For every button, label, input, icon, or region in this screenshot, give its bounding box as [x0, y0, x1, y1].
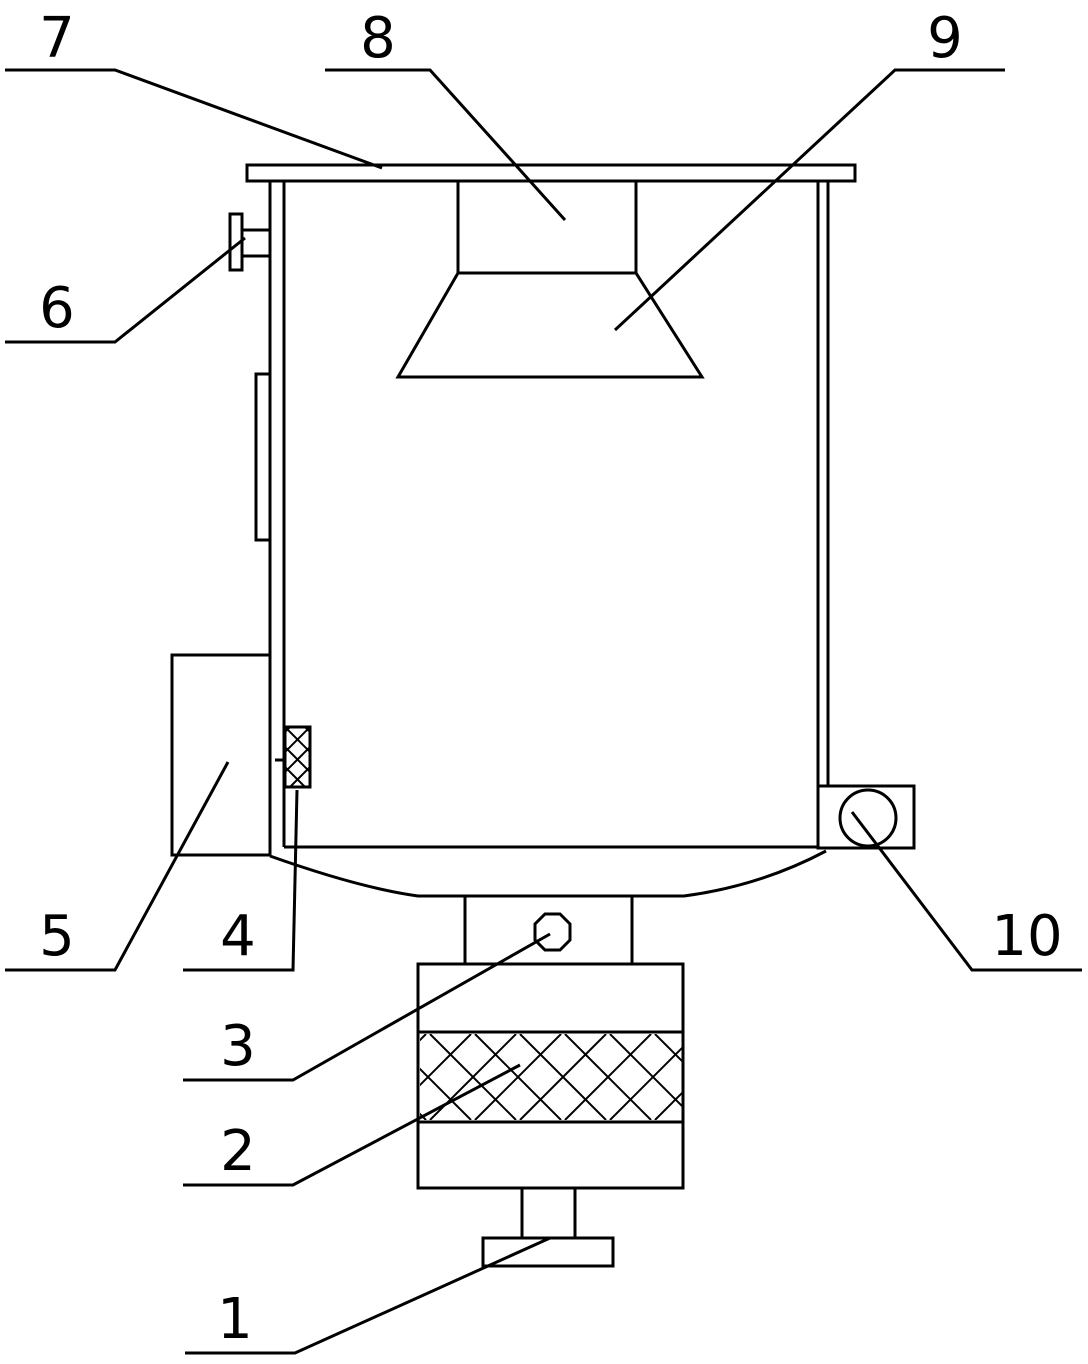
- top-lid-plate: [245, 163, 857, 183]
- label-1: 1: [217, 1287, 253, 1352]
- label-2: 2: [220, 1119, 256, 1184]
- hood-neck: [456, 179, 638, 275]
- leader-8: [325, 68, 567, 222]
- outlet-pipe: [463, 896, 634, 964]
- filter-layer-hatch: [420, 1034, 683, 1120]
- leader-5: [5, 761, 230, 972]
- leader-9: [613, 68, 1005, 332]
- label-7: 7: [39, 6, 75, 71]
- gauge-box: [816, 784, 916, 850]
- leader-10: [850, 811, 1082, 972]
- leader-1: [185, 1236, 551, 1355]
- funnel-hood: [395, 271, 705, 379]
- leader-7: [5, 68, 383, 170]
- pipe-bolt: [533, 912, 572, 952]
- leader-2: [183, 1063, 521, 1187]
- tank-body: [268, 181, 830, 898]
- filter-housing: [416, 962, 685, 1190]
- small-filter-element: [275, 725, 312, 789]
- label-5: 5: [39, 904, 75, 969]
- label-9: 9: [927, 6, 963, 71]
- leader-3: [183, 932, 551, 1082]
- label-6: 6: [39, 276, 75, 341]
- base-foot: [481, 1188, 615, 1268]
- leader-6: [5, 236, 246, 344]
- label-3: 3: [220, 1014, 256, 1079]
- label-4: 4: [220, 904, 256, 969]
- leader-4: [183, 789, 299, 972]
- side-valve: [228, 212, 270, 272]
- side-box: [170, 653, 272, 857]
- sight-window: [254, 372, 272, 542]
- label-10: 10: [991, 904, 1062, 969]
- label-8: 8: [360, 6, 396, 71]
- leader-lines: [5, 68, 1082, 1355]
